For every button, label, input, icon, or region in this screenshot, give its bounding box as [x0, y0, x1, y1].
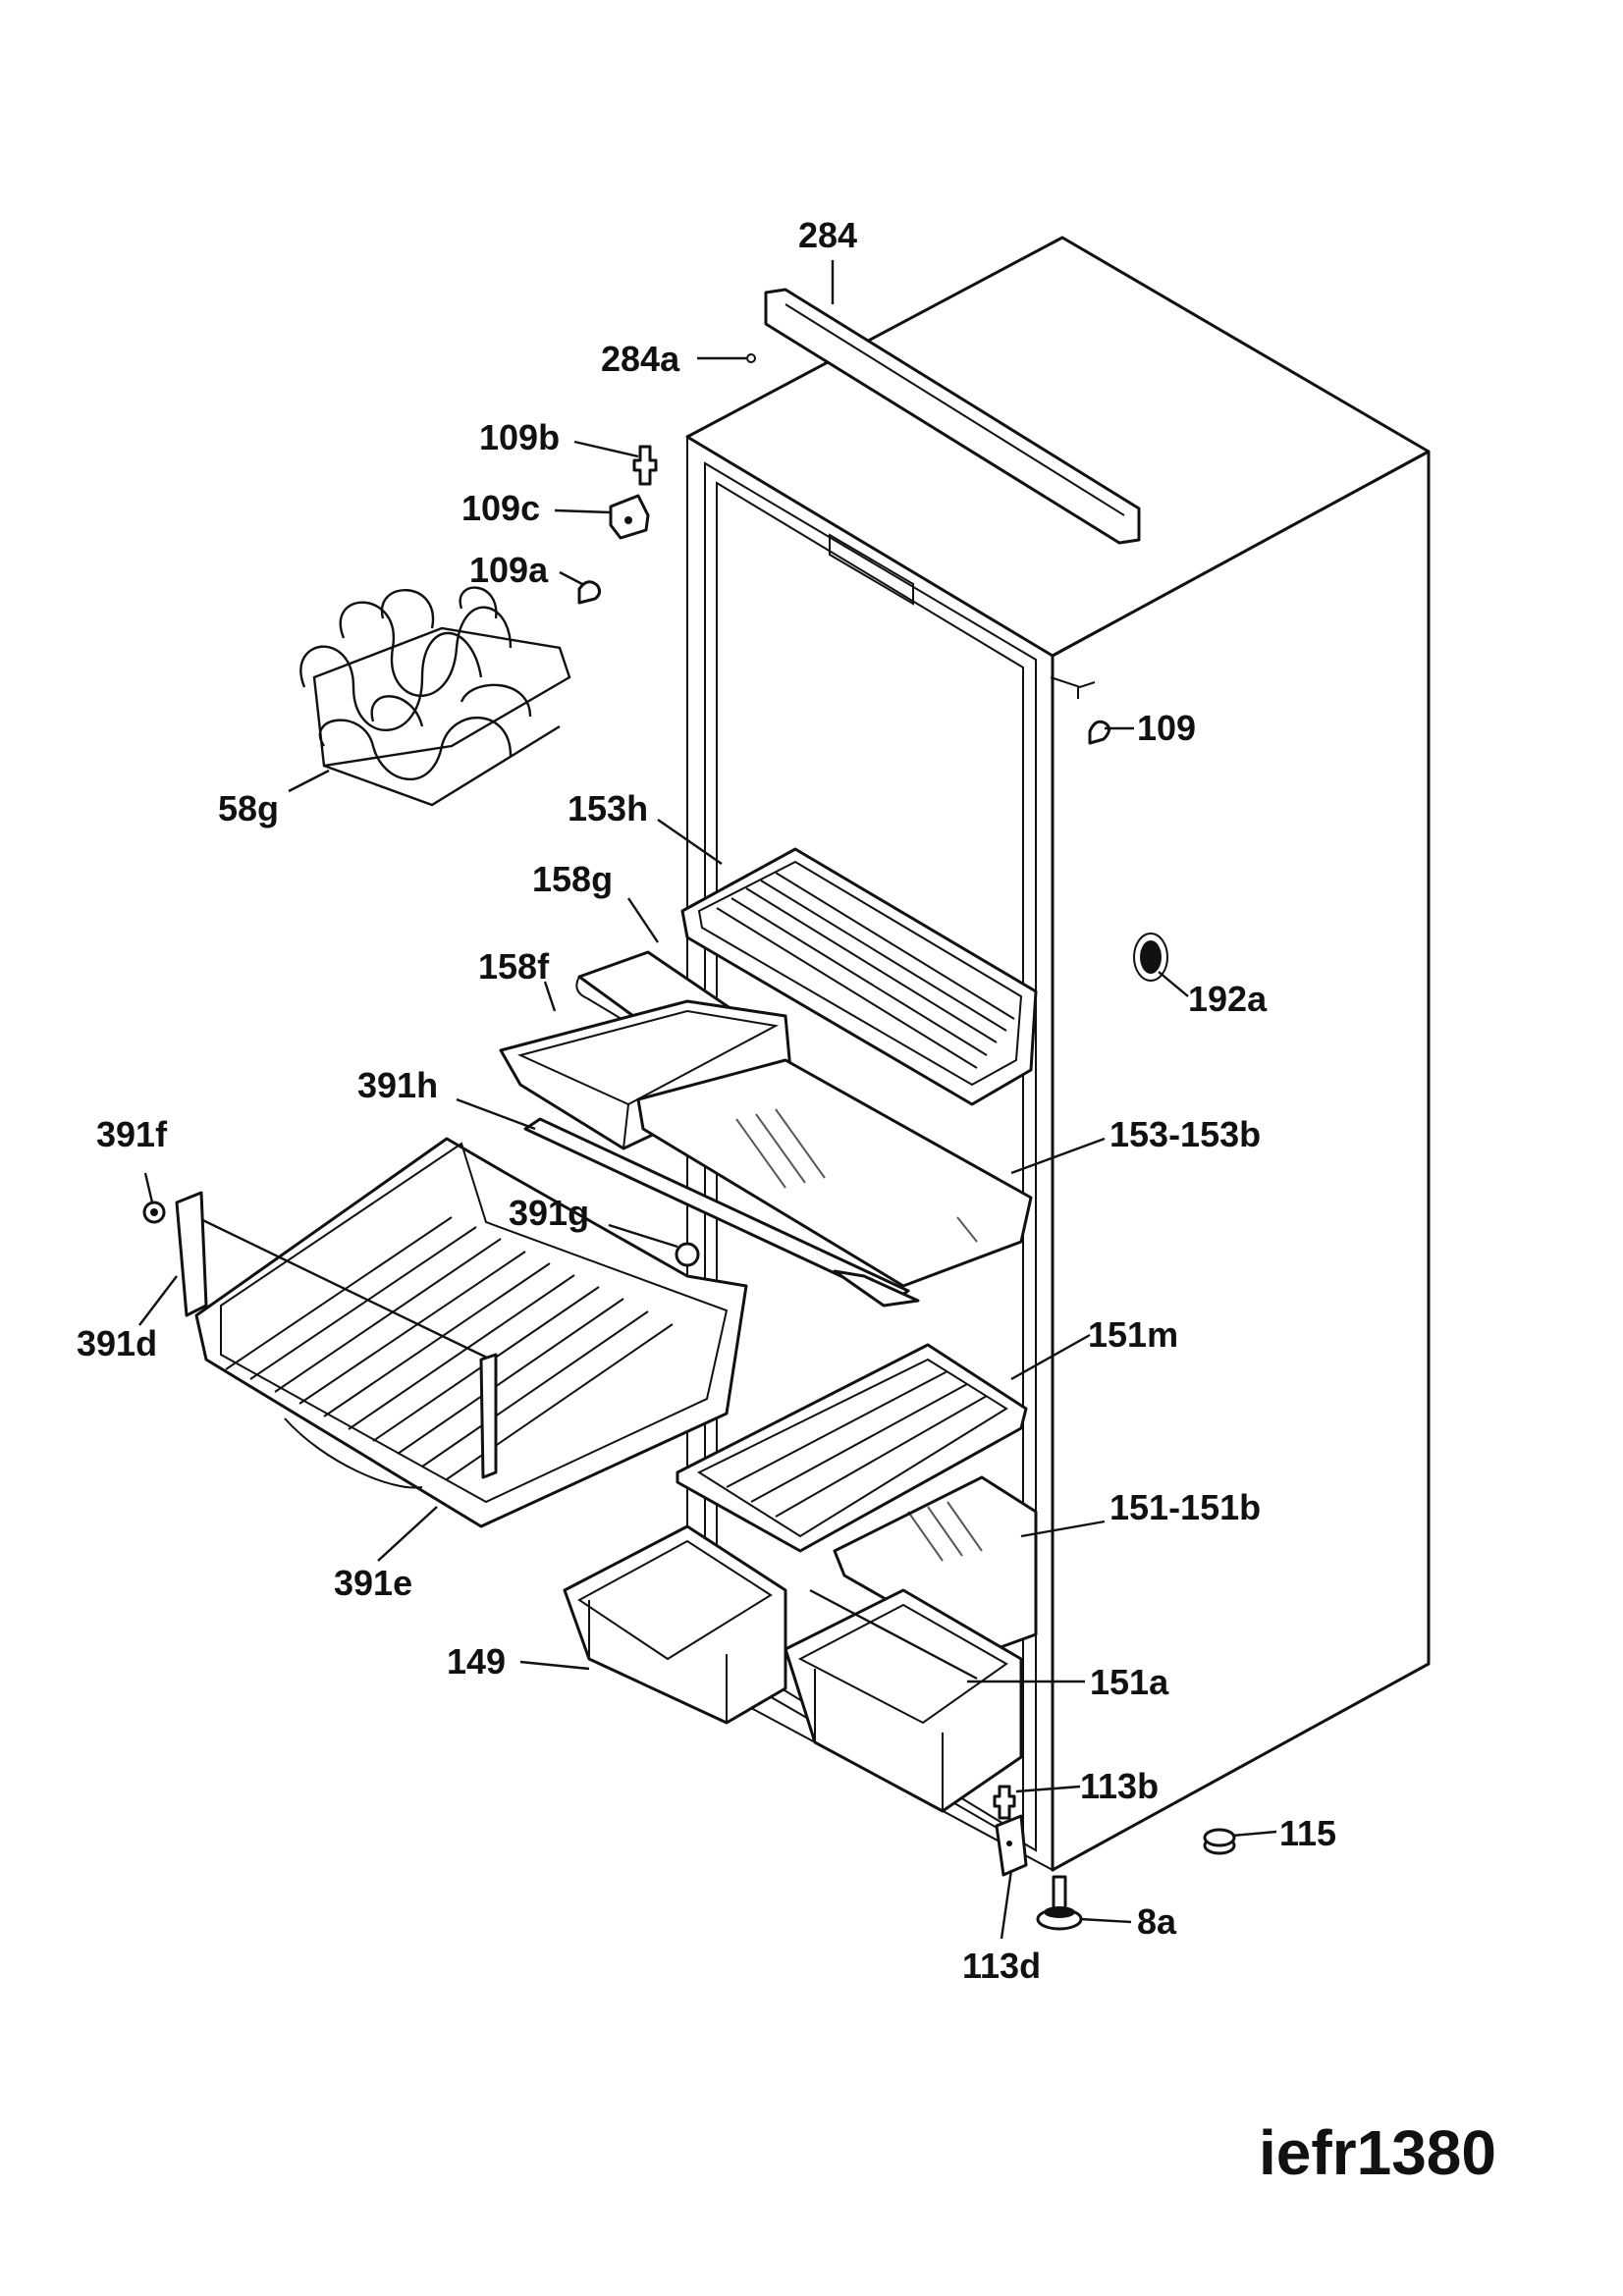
plug-115 [1203, 1828, 1236, 1855]
label-151a: 151a [1090, 1662, 1169, 1702]
wine-rack-58g [299, 586, 571, 807]
knob-391f [142, 1201, 166, 1224]
leveling-foot-8a [1036, 1875, 1083, 1931]
crisper-drawer-391e [175, 1137, 748, 1528]
label-109c: 109c [461, 488, 540, 528]
label-153-153b: 153-153b [1109, 1114, 1261, 1154]
shelf-153h [680, 847, 1038, 1106]
label-151m: 151m [1088, 1314, 1178, 1355]
knob-391g [675, 1242, 700, 1267]
leader-lines [138, 260, 1277, 1940]
thermostat-knob [1140, 940, 1162, 974]
label-391e: 391e [334, 1563, 412, 1603]
label-149: 149 [447, 1641, 506, 1682]
label-158g: 158g [532, 859, 613, 899]
label-115: 115 [1279, 1813, 1336, 1853]
label-109b: 109b [479, 417, 560, 457]
label-391d: 391d [77, 1323, 157, 1363]
label-391g: 391g [509, 1193, 589, 1233]
label-151-151b: 151-151b [1109, 1487, 1261, 1527]
crisper-drawer-149 [563, 1524, 787, 1725]
top-trim-284 [746, 288, 1141, 545]
label-153h: 153h [568, 788, 648, 828]
crisper-rail-391h [523, 1117, 920, 1308]
label-109a: 109a [469, 550, 549, 590]
label-284: 284 [798, 215, 857, 255]
label-391h: 391h [357, 1065, 438, 1105]
lower-hinge-113d [995, 1814, 1028, 1877]
label-192a: 192a [1188, 979, 1268, 1019]
upper-hinge-parts [577, 445, 1110, 745]
glass-shelf-151-151b [833, 1475, 1038, 1656]
label-158f: 158f [478, 946, 550, 987]
label-109: 109 [1137, 708, 1196, 748]
diagram-code: iefr1380 [1259, 2117, 1496, 2188]
label-391f: 391f [96, 1114, 168, 1154]
label-284a: 284a [601, 339, 680, 379]
shelf-151m [676, 1343, 1028, 1553]
label-8a: 8a [1137, 1901, 1177, 1942]
hinge-pin-113b [993, 1785, 1016, 1820]
glass-shelf-153-153b [636, 1058, 1033, 1288]
part-labels: 284 284a 109b 109c 109a 109 58g 153h 158… [77, 215, 1336, 1986]
crisper-drawer-151a [784, 1588, 1023, 1813]
label-113b: 113b [1080, 1766, 1159, 1806]
label-58g: 58g [218, 788, 279, 828]
label-113d: 113d [962, 1946, 1041, 1986]
